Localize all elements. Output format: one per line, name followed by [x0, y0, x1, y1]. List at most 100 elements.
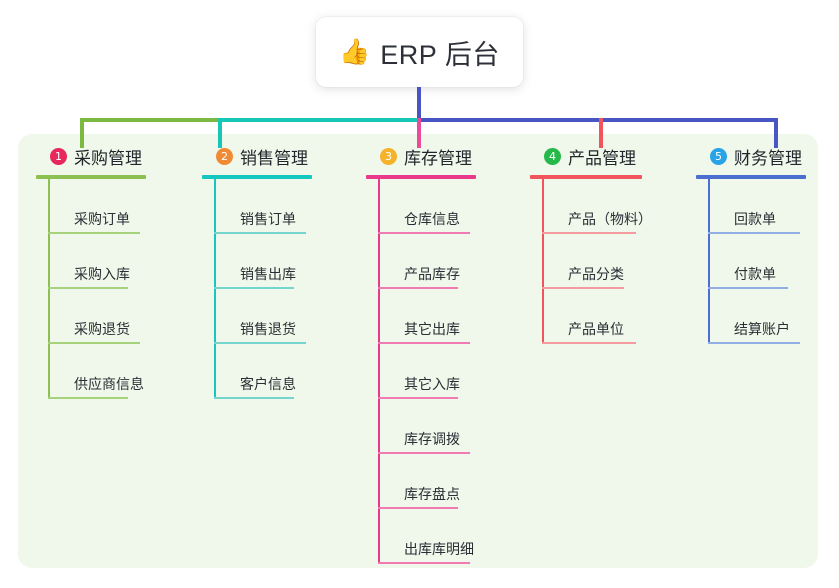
- trunk-connector: [417, 87, 421, 135]
- leaf-item[interactable]: 付款单: [708, 234, 806, 289]
- leaf-item-label: 客户信息: [240, 376, 296, 392]
- leaf-item[interactable]: 销售订单: [214, 179, 312, 234]
- branch-header-5[interactable]: 5 财务管理: [696, 144, 806, 168]
- connector-drop-5: [774, 118, 778, 148]
- diagram-panel: [18, 134, 818, 568]
- branch-column-1: 1 采购管理采购订单采购入库采购退货供应商信息: [36, 144, 146, 399]
- branch-underline: [36, 175, 146, 179]
- branch-items: 销售订单销售出库销售退货客户信息: [202, 179, 312, 399]
- branch-underline: [530, 175, 642, 179]
- leaf-item[interactable]: 仓库信息: [378, 179, 476, 234]
- leaf-underline: [378, 287, 458, 289]
- connector-segment-1: [80, 118, 218, 122]
- leaf-item-label: 采购入库: [74, 266, 130, 282]
- branch-number-badge: 3: [380, 147, 397, 165]
- branch-items: 产品（物料） 产品分类产品单位: [530, 179, 652, 344]
- leaf-underline: [378, 232, 470, 234]
- leaf-item[interactable]: 产品单位: [542, 289, 642, 344]
- leaf-item-label: 供应商信息: [74, 376, 144, 392]
- branch-number-badge: 4: [544, 147, 561, 165]
- leaf-item[interactable]: 其它入库: [378, 344, 476, 399]
- branch-items: 采购订单采购入库采购退货供应商信息: [36, 179, 146, 399]
- leaf-item-label: 产品（物料）: [568, 211, 652, 227]
- branch-spine: [214, 179, 216, 399]
- branch-header-3[interactable]: 3 库存管理: [366, 144, 476, 168]
- thumbs-up-icon: 👍: [339, 37, 371, 66]
- connector-drop-3: [417, 118, 421, 148]
- leaf-item[interactable]: 回款单: [708, 179, 806, 234]
- leaf-underline: [542, 342, 636, 344]
- branch-column-2: 2 销售管理销售订单销售出库销售退货客户信息: [202, 144, 312, 399]
- leaf-item[interactable]: 产品（物料）: [542, 179, 652, 234]
- leaf-underline: [708, 342, 800, 344]
- connector-segment-3: [417, 118, 778, 122]
- root-node-erp-backend[interactable]: 👍 ERP 后台: [316, 17, 523, 87]
- branch-spine: [542, 179, 544, 344]
- leaf-item-label: 仓库信息: [404, 211, 460, 227]
- connector-drop-1: [80, 118, 84, 148]
- leaf-item[interactable]: 产品库存: [378, 234, 476, 289]
- branch-underline: [366, 175, 476, 179]
- leaf-underline: [708, 287, 788, 289]
- branch-column-5: 5 财务管理回款单付款单结算账户: [696, 144, 806, 344]
- branch-title-label: 销售管理: [240, 148, 308, 168]
- connector-drop-4: [599, 118, 603, 148]
- branch-spine: [378, 179, 380, 564]
- leaf-item[interactable]: 库存盘点: [378, 454, 476, 509]
- leaf-item-label: 出库库明细: [404, 541, 474, 557]
- leaf-item-label: 付款单: [734, 266, 776, 282]
- branch-column-3: 3 库存管理仓库信息产品库存其它出库其它入库库存调拨库存盘点出库库明细: [366, 144, 476, 564]
- branch-title-label: 财务管理: [734, 148, 802, 168]
- leaf-underline: [542, 287, 624, 289]
- branch-spine: [48, 179, 50, 399]
- leaf-item[interactable]: 结算账户: [708, 289, 806, 344]
- branch-number-badge: 5: [710, 147, 727, 165]
- connector-segment-2: [218, 118, 417, 122]
- connector-drop-2: [218, 118, 222, 148]
- leaf-underline: [378, 397, 458, 399]
- leaf-item[interactable]: 其它出库: [378, 289, 476, 344]
- leaf-item[interactable]: 产品分类: [542, 234, 642, 289]
- leaf-underline: [214, 232, 306, 234]
- leaf-underline: [708, 232, 800, 234]
- leaf-item-label: 销售出库: [240, 266, 296, 282]
- leaf-item[interactable]: 库存调拨: [378, 399, 476, 454]
- leaf-item-label: 结算账户: [734, 321, 790, 337]
- leaf-item[interactable]: 销售退货: [214, 289, 312, 344]
- leaf-underline: [48, 232, 140, 234]
- branch-title-label: 采购管理: [74, 148, 142, 168]
- leaf-underline: [214, 287, 294, 289]
- leaf-item[interactable]: 采购退货: [48, 289, 146, 344]
- leaf-underline: [378, 342, 470, 344]
- branch-underline: [202, 175, 312, 179]
- leaf-item-label: 产品分类: [568, 266, 624, 282]
- branch-title-label: 库存管理: [404, 148, 472, 168]
- leaf-item[interactable]: 客户信息: [214, 344, 312, 399]
- branch-items: 回款单付款单结算账户: [696, 179, 806, 344]
- root-node-label: ERP 后台: [380, 39, 500, 70]
- branch-number-badge: 1: [50, 147, 67, 165]
- leaf-item-label: 产品库存: [404, 266, 460, 282]
- leaf-item[interactable]: 采购入库: [48, 234, 146, 289]
- leaf-underline: [48, 397, 128, 399]
- leaf-item-label: 销售订单: [240, 211, 296, 227]
- branch-header-2[interactable]: 2 销售管理: [202, 144, 312, 168]
- leaf-item[interactable]: 出库库明细: [378, 509, 476, 564]
- branch-underline: [696, 175, 806, 179]
- branch-header-1[interactable]: 1 采购管理: [36, 144, 146, 168]
- leaf-item[interactable]: 采购订单: [48, 179, 146, 234]
- leaf-underline: [378, 452, 470, 454]
- leaf-item[interactable]: 供应商信息: [48, 344, 146, 399]
- leaf-item-label: 其它出库: [404, 321, 460, 337]
- branch-number-badge: 2: [216, 147, 233, 165]
- branch-spine: [708, 179, 710, 344]
- leaf-item-label: 其它入库: [404, 376, 460, 392]
- leaf-item-label: 回款单: [734, 211, 776, 227]
- branch-items: 仓库信息产品库存其它出库其它入库库存调拨库存盘点出库库明细: [366, 179, 476, 564]
- leaf-underline: [214, 397, 294, 399]
- leaf-item[interactable]: 销售出库: [214, 234, 312, 289]
- leaf-item-label: 销售退货: [240, 321, 296, 337]
